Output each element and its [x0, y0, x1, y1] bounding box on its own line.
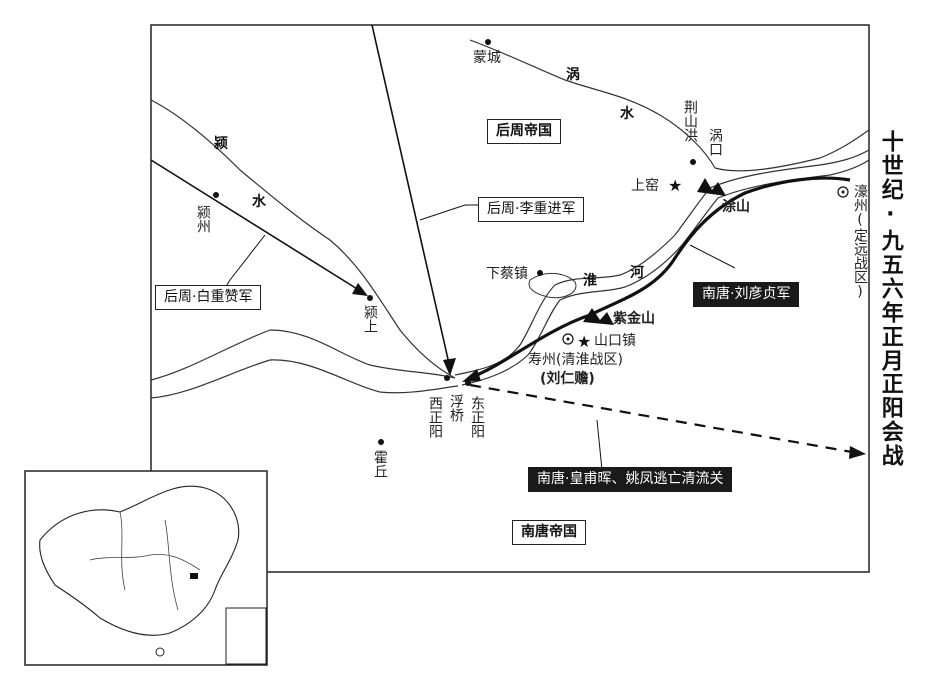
shouzhou-symbol — [562, 333, 574, 345]
south-sea-inset — [225, 607, 267, 665]
inset-frame — [24, 470, 268, 666]
shankou-label: 山口镇 — [594, 333, 636, 349]
li-chongjin-label: 后周·李重进军 — [478, 197, 585, 223]
xiacai-dot — [537, 270, 543, 276]
yingzhou-label: 颍州 — [195, 205, 211, 233]
dongzhengyang-label: 东正阳 — [469, 396, 485, 438]
china-outline — [39, 485, 240, 636]
lake — [528, 273, 577, 299]
huai-river-label-2: 河 — [630, 265, 644, 281]
huoqiu-label: 霍丘 — [372, 450, 388, 478]
haozhou-label: 濠州(定远战区) — [852, 184, 868, 300]
ying-river-label-2: 水 — [252, 194, 266, 210]
jingshanhong-label: 荆山洪 — [682, 100, 698, 142]
ying-river — [150, 99, 456, 379]
shouzhou-label: 寿州(清淮战区) — [528, 352, 623, 368]
shouzhou-symbol-center — [566, 337, 570, 341]
map-title-2: 正阳会战 — [877, 372, 903, 468]
liurenshan-label: (刘仁赡) — [540, 371, 595, 387]
haozhou-symbol — [837, 186, 849, 198]
huangfu-hui-retreat — [469, 383, 853, 454]
haozhou-symbol-center — [841, 190, 845, 194]
hainan-outline — [155, 647, 165, 657]
bai-chongzan-route — [150, 159, 363, 293]
inset-location-marker — [190, 573, 198, 579]
liu-yanzhen-route — [469, 176, 851, 380]
li-chongjin-route — [371, 24, 451, 369]
shankou-star-icon: ★ — [577, 332, 591, 351]
guokou-label: 涡口 — [707, 128, 723, 156]
huangfu-hui-leader — [596, 419, 610, 471]
title-line2: 正阳会战 — [877, 372, 903, 468]
xizhengyang-dot — [444, 375, 450, 381]
guo-river-label-1: 涡 — [566, 67, 580, 83]
inset-border-3 — [164, 519, 179, 611]
shangyao-star-icon: ★ — [668, 176, 682, 195]
bai-chongzan-arrowhead — [352, 283, 368, 296]
huangfu-hui-arrowhead — [849, 446, 866, 459]
li-chongjin-arrowhead — [443, 358, 456, 376]
fuqiao-label: 浮桥 — [448, 394, 464, 422]
shangyao-label: 上窑 — [631, 178, 659, 194]
inset-border-1 — [89, 553, 201, 571]
huai-river-label-1: 淮 — [583, 273, 597, 289]
liu-yanzhen-leader — [689, 244, 736, 269]
ying-river-label-1: 颍 — [214, 136, 228, 152]
mengcheng-dot — [485, 39, 491, 45]
title-line1: 十世纪·九五六年正月 — [877, 130, 903, 373]
liu-yanzhen-label: 南唐·刘彦贞军 — [693, 282, 800, 308]
xizhengyang-label: 西正阳 — [427, 396, 443, 438]
map-title: 十世纪·九五六年正月 — [877, 130, 903, 373]
guo-river — [469, 39, 870, 172]
guo-river-label-2: 水 — [620, 106, 634, 122]
huoqiu-dot — [378, 439, 384, 445]
inset-border-2 — [119, 511, 126, 591]
later-zhou-label: 后周帝国 — [487, 119, 561, 145]
west-tributary-south — [150, 359, 459, 399]
zijinshan-label: 紫金山 — [613, 311, 655, 327]
liu-yanzhen-arrowhead — [462, 369, 481, 382]
xiacai-label: 下蔡镇 — [486, 266, 528, 282]
li-chongjin-leader — [419, 204, 478, 221]
huangfu-hui-label: 南唐·皇甫晖、姚凤逃亡清流关 — [528, 467, 733, 493]
zijinshan-mountain-icon — [583, 308, 614, 325]
bai-chongzan-leader — [224, 234, 266, 289]
yingzhou-dot — [213, 192, 219, 198]
west-tributary — [150, 329, 456, 381]
yingshang-dot — [367, 295, 373, 301]
huai-river-north-bank — [454, 149, 870, 376]
tushan-mountain-icon — [697, 178, 726, 196]
southern-tang-label: 南唐帝国 — [512, 520, 586, 546]
map-frame — [150, 24, 870, 573]
yingshang-label: 颍上 — [362, 305, 378, 333]
bai-chongzan-label: 后周·白重赞军 — [155, 285, 262, 311]
jingshanhong-dot — [690, 159, 696, 165]
tushan-label: 涂山 — [722, 199, 750, 215]
dongzhengyang-dot — [465, 380, 471, 386]
mengcheng-label: 蒙城 — [473, 50, 501, 66]
